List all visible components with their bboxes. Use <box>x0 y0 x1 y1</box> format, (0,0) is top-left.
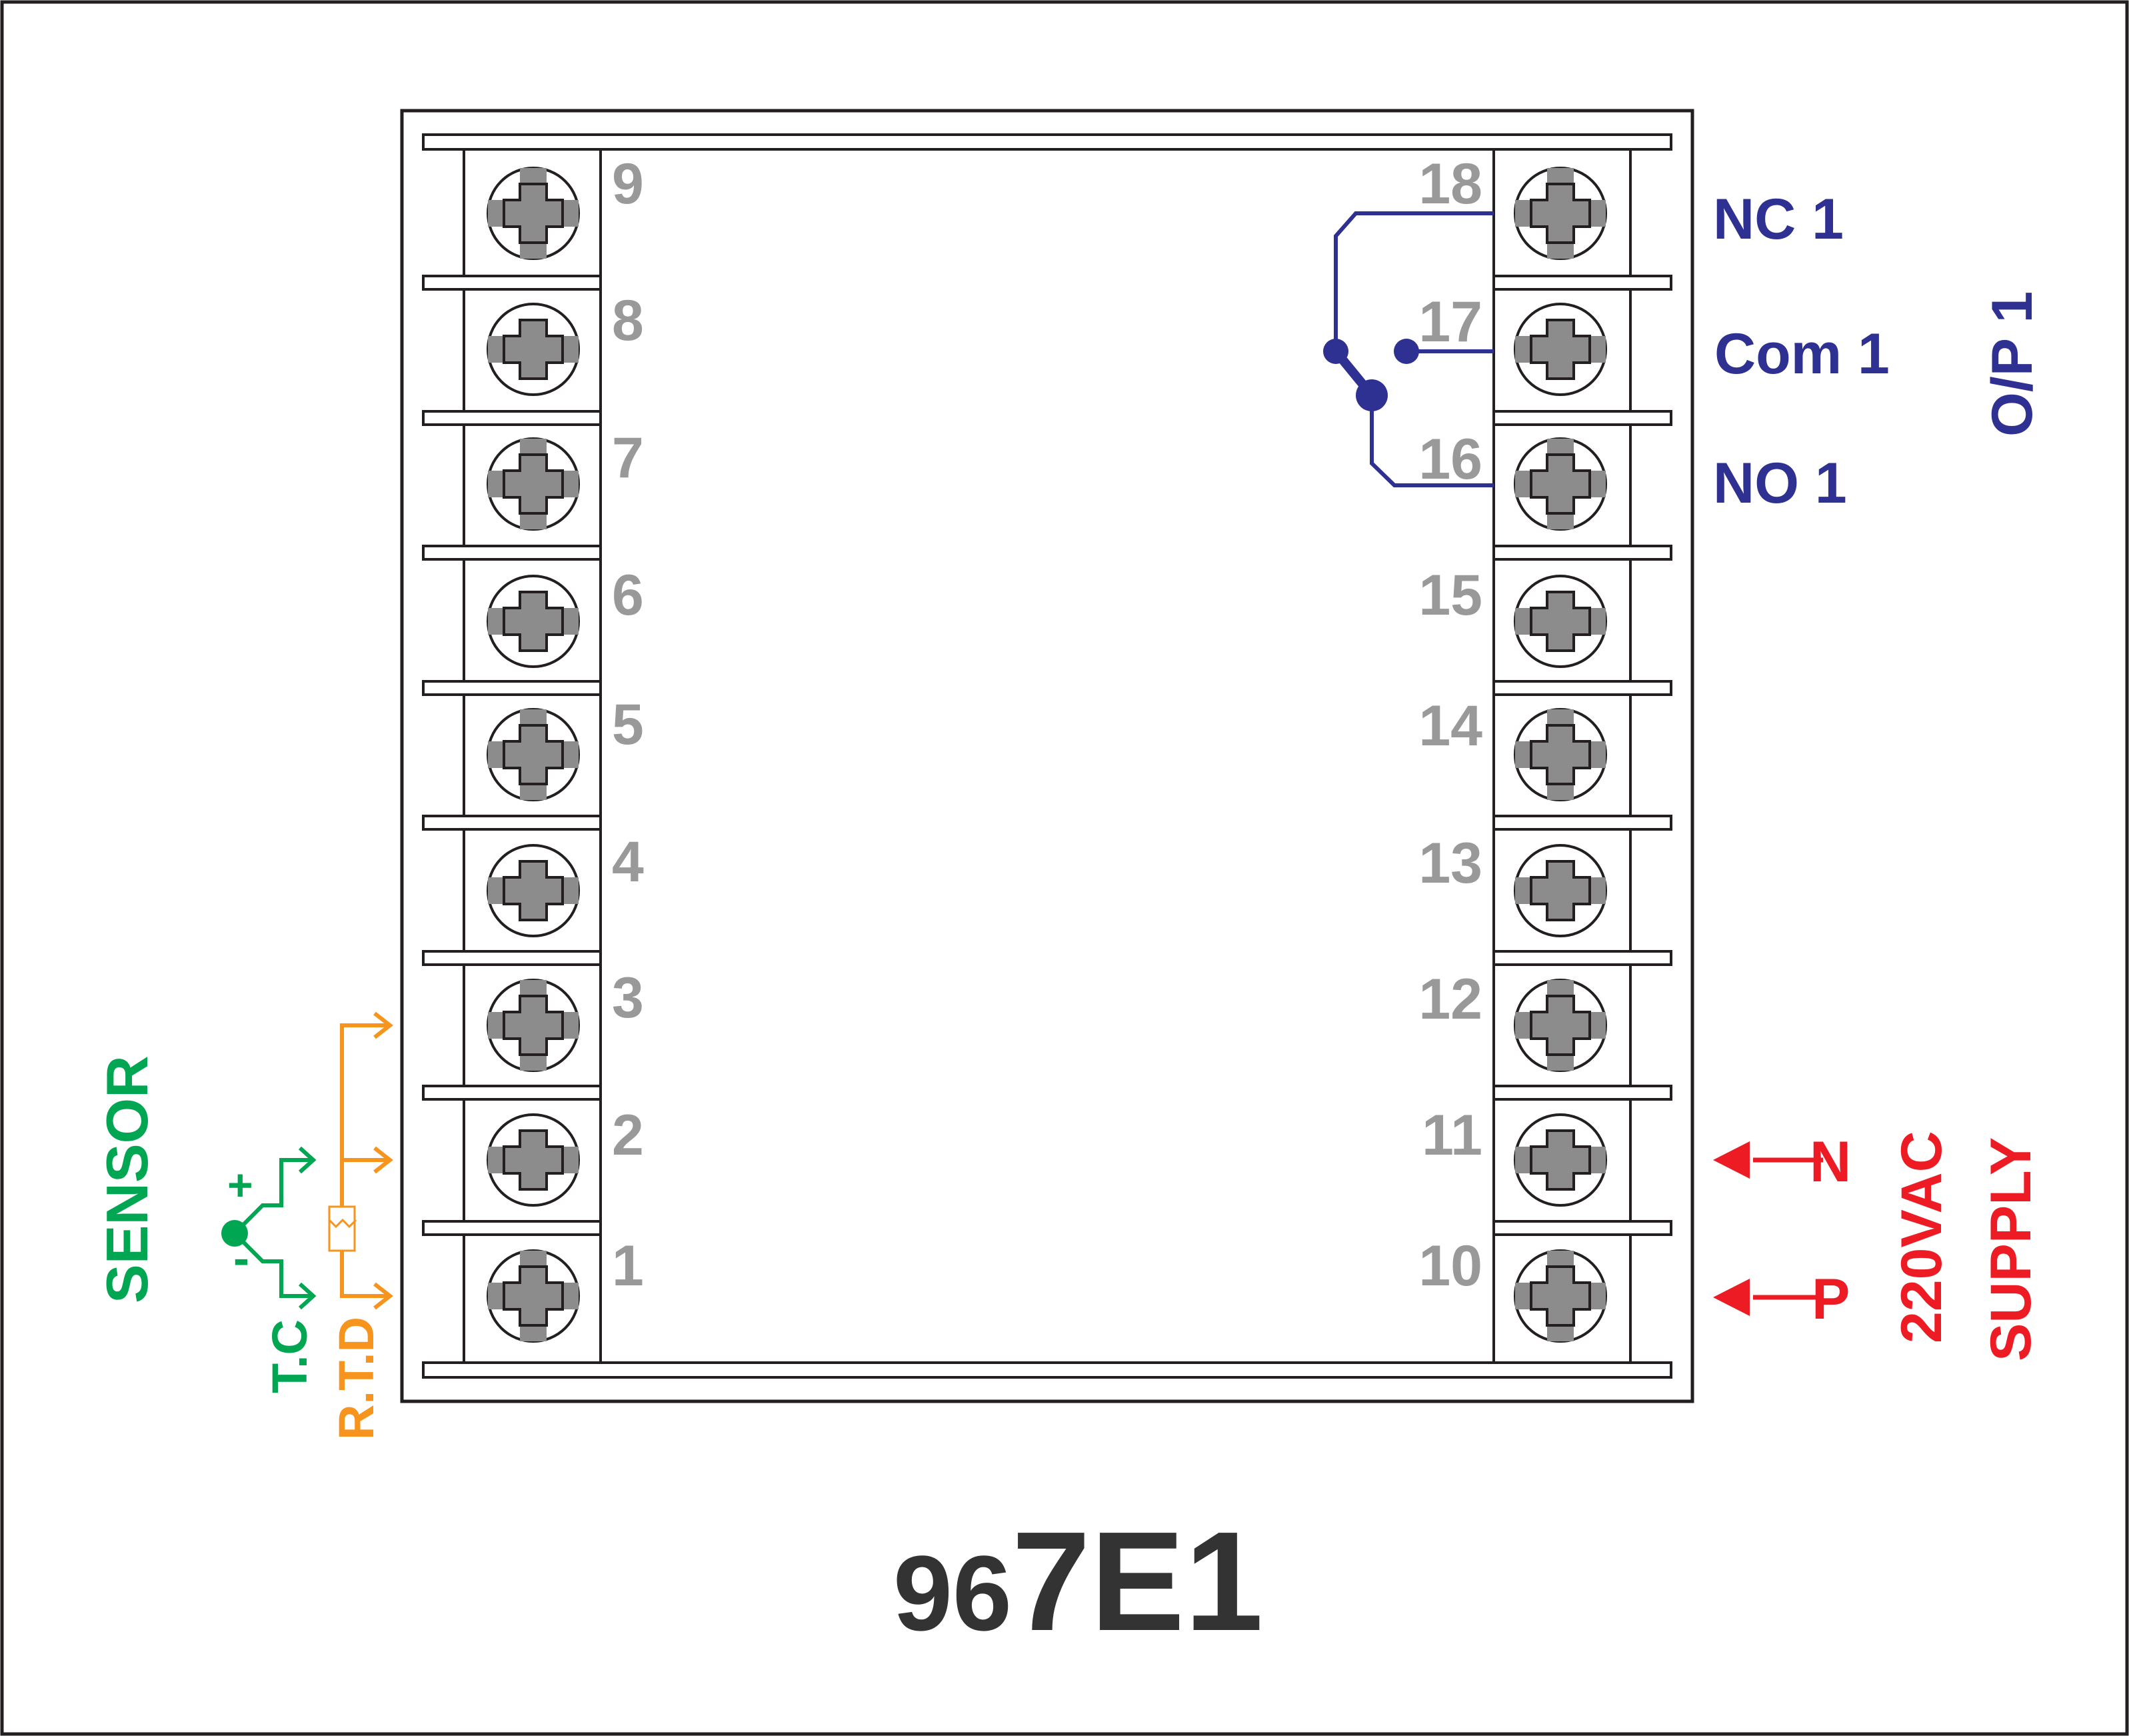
terminal-number: 17 <box>1418 290 1482 354</box>
terminal-number: 3 <box>612 966 644 1030</box>
sensor-title: SENSOR <box>94 1055 160 1303</box>
screw-icon <box>1514 437 1607 531</box>
screw-icon <box>1514 1113 1607 1207</box>
screw-icon <box>1514 1249 1607 1343</box>
screw-icon <box>487 575 580 668</box>
screw-icon <box>487 979 580 1072</box>
screw-icon <box>1514 708 1607 801</box>
left-screws <box>487 167 580 1343</box>
screw-icon <box>487 437 580 531</box>
neutral-label: N <box>1810 1130 1851 1194</box>
left-terminal-numbers: 9 8 7 6 5 4 3 2 1 <box>612 152 644 1298</box>
screw-icon <box>487 1113 580 1207</box>
junction-dot-icon <box>221 1220 248 1247</box>
tc-plus-label: + <box>227 1160 253 1209</box>
supply-arrows <box>1713 1141 1823 1316</box>
tc-label: T.C <box>262 1319 317 1393</box>
supply-label: SUPPLY <box>1979 1137 2043 1361</box>
terminal-number: 11 <box>1422 1103 1482 1167</box>
screw-icon <box>487 167 580 260</box>
nc-label: NC 1 <box>1713 187 1844 251</box>
screw-icon <box>1514 979 1607 1072</box>
screw-icon <box>1514 844 1607 937</box>
screw-icon <box>1514 303 1607 396</box>
model-name: 967E1 <box>893 1502 1263 1660</box>
terminal-number: 7 <box>612 426 644 490</box>
terminal-number: 10 <box>1418 1234 1482 1298</box>
screw-icon <box>487 708 580 801</box>
thermocouple-wiring <box>221 1146 317 1310</box>
output-group-label: O/P 1 <box>1980 291 2044 437</box>
terminal-number: 16 <box>1418 427 1482 491</box>
resistor-icon <box>328 1205 356 1252</box>
right-screws <box>1514 167 1607 1343</box>
phase-label: P <box>1812 1267 1850 1331</box>
model-prefix: 96 <box>893 1533 1012 1653</box>
terminal-number: 2 <box>612 1103 644 1167</box>
relay-switch <box>1323 211 1494 487</box>
screw-icon <box>487 844 580 937</box>
terminal-number: 14 <box>1418 694 1482 758</box>
terminal-number: 18 <box>1418 152 1482 216</box>
terminal-number: 12 <box>1418 967 1482 1031</box>
screw-icon <box>1514 167 1607 260</box>
right-terminal-numbers: 18 17 16 15 14 13 12 11 10 <box>1418 152 1482 1298</box>
terminal-number: 9 <box>612 152 644 216</box>
terminal-number: 6 <box>612 563 644 627</box>
rtd-wiring <box>328 1011 393 1310</box>
screw-icon <box>487 1249 580 1343</box>
terminal-number: 4 <box>612 830 644 894</box>
terminal-number: 1 <box>612 1234 644 1298</box>
screw-icon <box>1514 575 1607 668</box>
tc-minus-label: - <box>233 1232 249 1285</box>
terminal-number: 5 <box>612 693 644 757</box>
terminal-number: 15 <box>1418 563 1482 627</box>
no-label: NO 1 <box>1713 451 1847 515</box>
rtd-label: R.T.D <box>329 1317 384 1440</box>
voltage-label: 220VAC <box>1890 1131 1954 1343</box>
terminal-number: 13 <box>1418 831 1482 895</box>
terminal-block <box>400 109 1694 1403</box>
com-label: Com 1 <box>1714 322 1890 386</box>
terminal-number: 8 <box>612 289 644 353</box>
model-suffix: 7E1 <box>1012 1502 1263 1660</box>
screw-icon <box>487 303 580 396</box>
